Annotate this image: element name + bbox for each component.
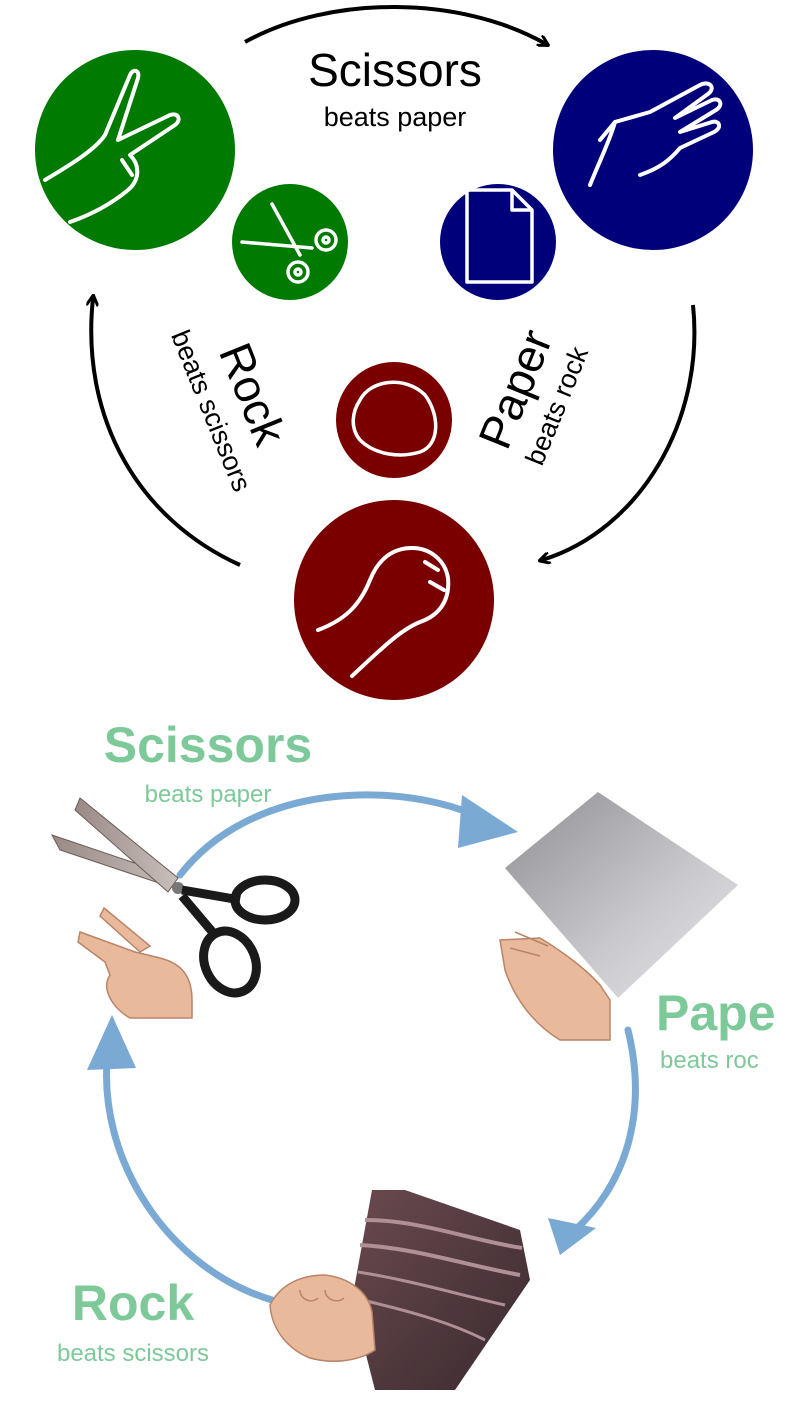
flat-hand-icon bbox=[499, 931, 611, 1041]
rps-photo-diagram: Scissors beats paper Pape beats roc Rock… bbox=[0, 700, 788, 1400]
rock-icon bbox=[351, 380, 438, 457]
scissors-circle bbox=[232, 184, 348, 300]
paper-sheet-icon bbox=[465, 188, 534, 284]
flat-hand-icon bbox=[588, 81, 723, 187]
paper-circle bbox=[440, 184, 556, 300]
top-scissors-title: Scissors bbox=[308, 44, 482, 96]
arrow-paper-to-rock bbox=[542, 304, 697, 560]
v-sign-hand-icon bbox=[43, 68, 181, 224]
bottom-paper-caption: beats roc bbox=[660, 1047, 759, 1074]
rps-vector-diagram: Scissors beats paper Paper beats rock Ro… bbox=[0, 0, 788, 700]
scissors-icon bbox=[240, 202, 338, 284]
rps-photo-diagram-svg: Scissors beats paper Pape beats roc Rock… bbox=[50, 717, 776, 1390]
arrow-rock-to-scissors bbox=[91, 298, 241, 567]
bottom-rock-caption: beats scissors bbox=[57, 1340, 209, 1367]
arrow-scissors-to-paper bbox=[244, 5, 546, 44]
bottom-paper-title: Pape bbox=[656, 985, 776, 1041]
paper-hand-circle bbox=[553, 50, 753, 250]
arrow-scissors-to-paper bbox=[458, 795, 518, 848]
scissors-photo bbox=[50, 797, 300, 998]
bottom-scissors-title: Scissors bbox=[104, 717, 312, 773]
arrow-paper-to-rock bbox=[548, 1218, 596, 1255]
rps-vector-diagram-svg: Scissors beats paper Paper beats rock Ro… bbox=[35, 5, 753, 700]
bottom-rock-title: Rock bbox=[72, 1275, 194, 1331]
rock-photo bbox=[352, 1190, 530, 1390]
v-sign-hand-icon bbox=[77, 906, 193, 1019]
arrow-rock-to-scissors bbox=[87, 1015, 136, 1070]
paper-photo bbox=[505, 792, 738, 998]
fist-icon bbox=[316, 546, 451, 678]
blue-cycle bbox=[103, 791, 639, 1304]
top-scissors-caption: beats paper bbox=[324, 102, 467, 132]
bottom-scissors-caption: beats paper bbox=[145, 781, 272, 808]
fist-icon bbox=[269, 1274, 376, 1363]
fist-hand-circle bbox=[294, 500, 494, 700]
